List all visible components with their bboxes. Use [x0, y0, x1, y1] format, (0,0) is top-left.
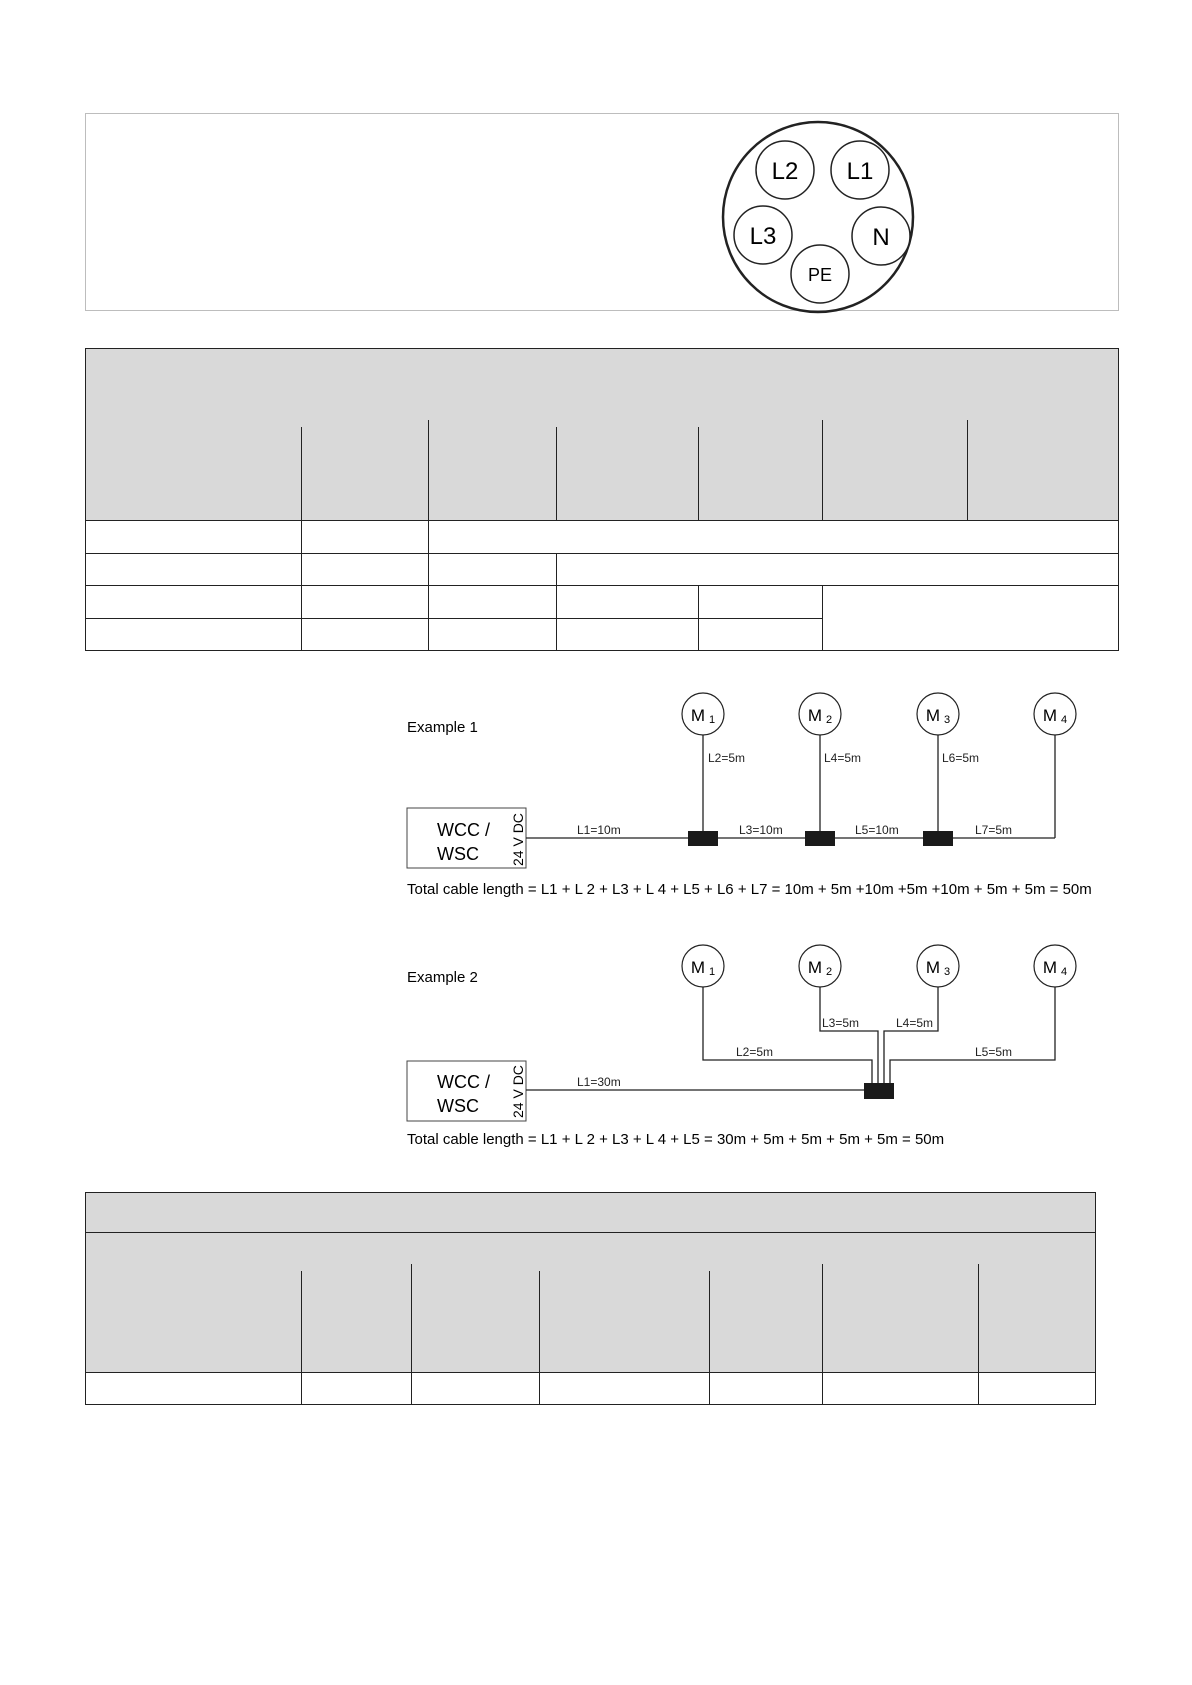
example-1-title: Example 1 — [407, 719, 478, 736]
motor-label: M — [1043, 706, 1057, 725]
controller-voltage-label: 24 V DC — [510, 813, 526, 866]
segment-label: L5=10m — [855, 823, 899, 837]
motor-subscript: 3 — [944, 714, 950, 726]
motor-label: M — [926, 706, 940, 725]
segment-label: L4=5m — [896, 1016, 933, 1030]
example-1-total: Total cable length = L1 + L 2 + L3 + L 4… — [407, 881, 1092, 898]
segment-label: L3=10m — [739, 823, 783, 837]
pin-l2-label: L2 — [772, 158, 799, 185]
table-2-header — [86, 1193, 1095, 1373]
motor-label: M — [1043, 958, 1057, 977]
table-1-rule — [85, 520, 1119, 521]
controller-name-line2: WSC — [437, 844, 479, 864]
table-1-rule — [85, 585, 1119, 586]
connector-outline — [721, 120, 915, 314]
example-1-motor-1: M 1 — [681, 692, 725, 736]
junction-box — [805, 831, 835, 846]
example-1-cables — [526, 735, 1056, 839]
table-1-col-rule — [556, 553, 557, 651]
motor-subscript: 4 — [1061, 966, 1067, 978]
controller-name-line1: WCC / — [437, 820, 490, 840]
table-1-col-rule — [428, 420, 429, 651]
example-2-motor-4: M 4 — [1033, 944, 1077, 988]
table-1 — [85, 348, 1119, 651]
table-1-col-rule — [967, 420, 968, 520]
example-2-total: Total cable length = L1 + L 2 + L3 + L 4… — [407, 1131, 944, 1148]
controller-voltage-label: 24 V DC — [510, 1065, 526, 1118]
segment-label: L1=10m — [577, 823, 621, 837]
segment-label: L2=5m — [708, 751, 745, 765]
table-2-col-rule — [978, 1264, 979, 1405]
table-1-header — [86, 349, 1118, 521]
table-1-col-rule — [556, 427, 557, 520]
connector-pinout-diagram: L2 L1 L3 N PE — [721, 120, 915, 314]
example-1-controller: WCC / WSC 24 V DC — [406, 807, 527, 869]
example-1-motor-4: M 4 — [1033, 692, 1077, 736]
segment-label: L2=5m — [736, 1045, 773, 1059]
table-2-col-rule — [709, 1271, 710, 1405]
pin-l1: L1 — [830, 140, 890, 200]
motor-subscript: 1 — [709, 714, 715, 726]
motor-subscript: 2 — [826, 966, 832, 978]
example-2-segment-labels: L1=30m L2=5m L3=5m L4=5m L5=5m — [577, 1016, 1012, 1089]
motor-label: M — [691, 706, 705, 725]
example-1-segment-labels: L1=10m L2=5m L3=10m L4=5m L5=10m L6=5m L… — [577, 751, 1012, 837]
table-1-col-rule — [698, 427, 699, 520]
segment-label: L1=30m — [577, 1075, 621, 1089]
example-2-controller: WCC / WSC 24 V DC — [406, 1060, 527, 1122]
segment-label: L7=5m — [975, 823, 1012, 837]
segment-label: L3=5m — [822, 1016, 859, 1030]
table-1-col-rule — [301, 427, 302, 651]
segment-label: L5=5m — [975, 1045, 1012, 1059]
pin-l3: L3 — [733, 205, 793, 265]
table-2-col-rule — [301, 1271, 302, 1405]
wiring-examples: Example 1 WCC / WSC 24 V DC M 1 M 2 M 3 … — [406, 692, 1092, 1148]
junction-box — [688, 831, 718, 846]
table-2-col-rule — [411, 1264, 412, 1405]
pin-l2: L2 — [755, 140, 815, 200]
motor-subscript: 4 — [1061, 714, 1067, 726]
table-1-col-rule — [822, 420, 823, 520]
pin-n: N — [851, 206, 911, 266]
table-2-col-rule — [822, 1264, 823, 1405]
table-2 — [85, 1192, 1096, 1405]
example-2-motor-1: M 1 — [681, 944, 725, 988]
example-1-motor-3: M 3 — [916, 692, 960, 736]
controller-name-line2: WSC — [437, 1096, 479, 1116]
connector-pinout-panel — [85, 113, 1119, 311]
table-1-rule — [85, 553, 1119, 554]
pin-pe: PE — [790, 244, 850, 304]
pin-pe-label: PE — [808, 265, 832, 285]
pin-l1-label: L1 — [847, 158, 874, 185]
example-2-cables — [526, 987, 1056, 1091]
pin-n-label: N — [872, 224, 889, 251]
table-2-rule — [85, 1372, 1096, 1373]
segment-label: L6=5m — [942, 751, 979, 765]
motor-label: M — [808, 958, 822, 977]
motor-label: M — [691, 958, 705, 977]
junction-box — [923, 831, 953, 846]
example-1-motor-2: M 2 — [798, 692, 842, 736]
example-2-title: Example 2 — [407, 969, 478, 986]
motor-subscript: 3 — [944, 966, 950, 978]
table-2-rule — [85, 1232, 1096, 1233]
example-2-motor-3: M 3 — [916, 944, 960, 988]
table-1-col-rule — [822, 585, 823, 651]
segment-label: L4=5m — [824, 751, 861, 765]
motor-label: M — [808, 706, 822, 725]
table-1-rule — [85, 618, 822, 619]
example-2-motor-2: M 2 — [798, 944, 842, 988]
motor-label: M — [926, 958, 940, 977]
motor-subscript: 2 — [826, 714, 832, 726]
controller-name-line1: WCC / — [437, 1072, 490, 1092]
pin-l3-label: L3 — [750, 223, 777, 250]
junction-box — [864, 1083, 894, 1099]
table-2-col-rule — [539, 1271, 540, 1405]
motor-subscript: 1 — [709, 966, 715, 978]
table-1-col-rule — [698, 585, 699, 651]
